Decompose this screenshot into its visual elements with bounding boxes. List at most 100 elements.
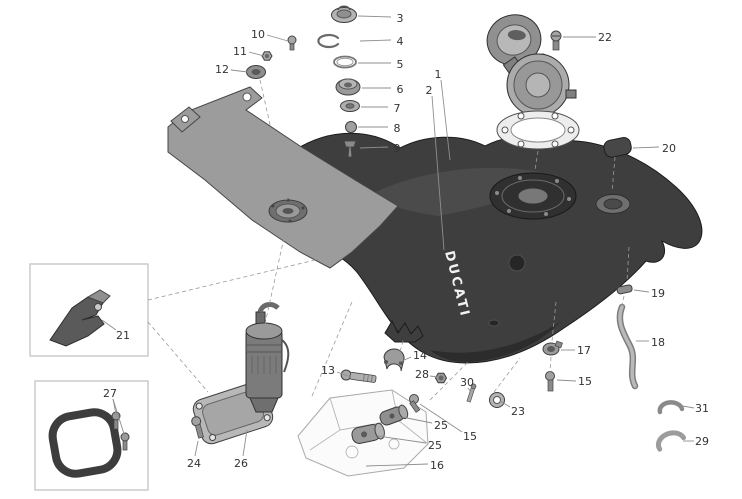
part-15-screw-center [409,394,421,413]
guide-line-8 [147,255,333,301]
part-13-bolt [340,369,377,383]
guide-line-4 [621,295,625,306]
callout-21: 21 [116,329,130,342]
panel-upper-hole [242,92,252,102]
part-19-fitting [616,284,633,295]
guide-line-3 [626,246,630,283]
callout-19: 19 [651,287,665,300]
leader-line-14 [399,356,412,363]
part-31-clip [657,400,685,415]
part-14-clamp [383,348,405,372]
part-10-bolt [287,35,297,51]
guide-line-9 [147,321,209,393]
callout-9: 9 [394,142,401,155]
leader-line-11 [248,51,265,57]
leader-line-19 [633,289,650,293]
inset-box-21-frame [29,263,149,357]
callout-20: 20 [662,142,676,155]
inset-box-27 [34,380,149,491]
leader-line-23 [499,400,511,408]
callout-14: 14 [413,349,427,362]
cap-base [502,53,577,117]
leader-line-16 [365,463,429,467]
part-15-screw-right [545,371,555,392]
part-6-grommet [335,78,361,96]
part-5-ring [333,55,357,69]
callout-25: 25 [434,419,448,432]
retaining-clips [655,400,687,452]
guide-line-1 [534,150,539,171]
part-22-screw [550,30,562,51]
callout-31: 31 [695,402,709,415]
callout-5: 5 [397,58,404,71]
callout-15: 15 [463,430,477,443]
leader-line-9 [359,146,389,149]
part-21-strap [49,289,111,347]
guide-line-2 [611,156,616,193]
part-29-clip [655,430,687,452]
callout-11: 11 [233,45,247,58]
callout-25: 25 [428,439,442,452]
guide-line-12 [493,357,521,393]
leader-line-15 [419,403,463,433]
tank-lower-hole [488,319,500,327]
leader-line-10 [266,34,289,42]
tank-front-hole [508,254,526,272]
part-4-snap-ring [317,33,340,49]
callout-17: 17 [577,344,591,357]
part-28-nut [434,372,448,384]
cap-flange [496,110,580,150]
part-30-pin [466,383,477,403]
callout-15: 15 [578,375,592,388]
part-25-damper-upper [379,404,409,426]
tank-bottom-tabs [384,319,424,343]
guide-line-13 [311,301,353,397]
leader-line-25 [401,416,433,424]
callout-12: 12 [215,63,229,76]
part-11-nut [261,51,273,61]
callout-27: 27 [103,387,117,400]
leader-line-27 [112,398,125,435]
inset-box-27-frame [34,380,149,491]
part-7-washer [340,100,360,112]
part-8-ball [345,121,357,133]
leader-line-25 [377,435,427,444]
leader-line-21 [101,319,117,331]
callout-7: 7 [394,102,401,115]
bracket-hole-a [345,445,359,459]
leader-line-13 [336,371,349,377]
leader-line-1 [440,79,451,161]
callout-3: 3 [397,12,404,25]
callout-2: 2 [426,84,433,97]
part-20-rubber-pad [603,137,632,158]
leader-line-12 [230,69,249,73]
fuel-tank-body: DUCATI [287,132,703,364]
part-27-screw-b [120,432,130,451]
cap-lid-open [486,14,542,66]
filler-cap-assembly [486,14,580,150]
callout-26: 26 [234,457,248,470]
left-panel-shape [167,86,399,269]
part-24-screw [191,416,204,439]
panel-pump-ring [268,198,308,223]
leader-line-2 [431,95,445,251]
leader-line-4 [359,39,392,42]
callout-13: 13 [321,364,335,377]
callout-numbers: 1234567891011121314151516171819202122232… [103,12,709,472]
pump-body [245,302,290,413]
guide-line-11 [429,361,469,401]
inset-box-21 [29,263,149,357]
callout-18: 18 [651,336,665,349]
mount-bracket-group [297,348,505,477]
callout-23: 23 [511,405,525,418]
callout-1: 1 [435,68,442,81]
leader-line-31 [682,405,695,409]
part-gasket [48,408,122,478]
callout-leader-lines [101,15,695,467]
callout-22: 22 [598,31,612,44]
panel-tab-hole [181,115,189,123]
tank-filler-recess [489,172,577,220]
assembly-guide-lines [147,79,630,401]
part-23-washer [489,392,505,408]
